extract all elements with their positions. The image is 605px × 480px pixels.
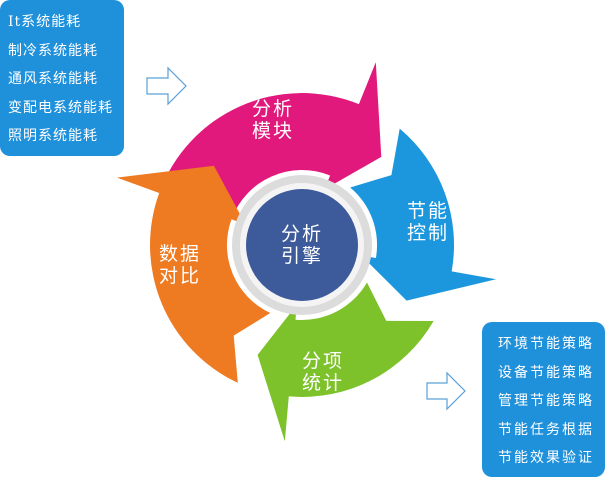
- hollow-right-arrow-icon: [146, 66, 187, 106]
- segment-label-itemized-stats: 分项统计: [301, 350, 344, 394]
- arrow-data-compare: [116, 165, 271, 383]
- segment-label-analysis-module: 分析模块: [251, 98, 294, 142]
- hollow-right-arrow-icon: [426, 371, 466, 411]
- center-label: 分析引擎: [280, 223, 323, 267]
- segment-label-energy-control: 节能控制: [406, 200, 449, 244]
- segment-label-data-compare: 数据对比: [158, 243, 201, 287]
- list-item: It系统能耗: [8, 14, 82, 30]
- list-item: 节能效果验证: [498, 450, 594, 466]
- energy-strategy-box: 环境节能策略 设备节能策略 管理节能策略 节能任务根据 节能效果验证: [482, 322, 605, 477]
- list-item: 设备节能策略: [498, 364, 594, 381]
- list-item: 管理节能策略: [498, 393, 594, 409]
- arrow-energy-control: [350, 128, 496, 301]
- list-item: 通风系统能耗: [8, 71, 98, 87]
- center-circle: [246, 189, 358, 301]
- list-item: 照明系统能耗: [8, 128, 98, 144]
- arrow-itemized-stats: [257, 282, 434, 442]
- list-item: 制冷系统能耗: [8, 42, 98, 59]
- list-item: 环境节能策略: [498, 336, 594, 352]
- list-item: 节能任务根据: [498, 421, 594, 438]
- energy-consumption-box: It系统能耗 制冷系统能耗 通风系统能耗 变配电系统能耗 照明系统能耗: [0, 0, 124, 156]
- list-item: 变配电系统能耗: [8, 99, 113, 116]
